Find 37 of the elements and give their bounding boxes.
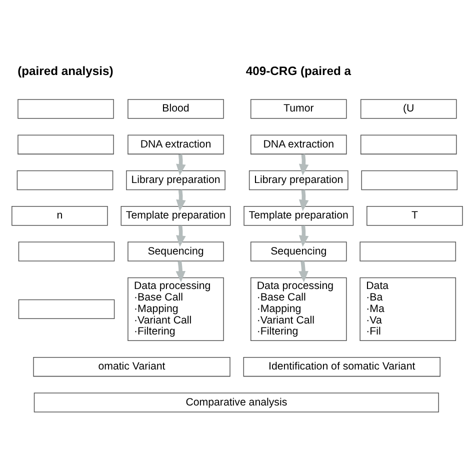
node-box	[18, 98, 114, 118]
arrow	[298, 260, 308, 282]
node-box: T	[366, 206, 463, 226]
node-box	[16, 170, 114, 190]
arrow	[176, 154, 186, 175]
node-box: n	[12, 206, 108, 226]
node-box	[18, 241, 115, 261]
node-box: Template preparation	[244, 206, 354, 226]
arrow	[298, 154, 309, 175]
node-box	[360, 241, 456, 261]
node-box: Library preparation	[126, 170, 226, 190]
node-box: DNA extraction	[128, 134, 224, 154]
node-box	[360, 134, 457, 154]
node-box: omatic Variant	[33, 356, 230, 376]
node-box	[18, 298, 115, 319]
node-box	[361, 170, 458, 190]
node-box: Template preparation	[120, 206, 231, 226]
node-box: DNA extraction	[250, 134, 347, 154]
node-box: Sequencing	[250, 241, 347, 261]
arrow	[298, 189, 309, 211]
arrow	[176, 260, 186, 282]
node-box: Library preparation	[248, 170, 348, 190]
node-box: Tumor	[250, 98, 347, 118]
node-box	[18, 134, 114, 154]
label: 409-CRG (paired a	[246, 64, 352, 78]
node-box: (U	[360, 98, 457, 118]
node-box: Data processing ·Base Call ·Mapping ·Variant Call ·Filtering	[250, 276, 347, 341]
arrow	[176, 224, 186, 246]
label: (paired analysis)	[18, 64, 114, 78]
node-box: Identification of somatic Variant	[243, 356, 440, 376]
node-box: Comparative analysis	[34, 392, 439, 412]
node-box: Data processing ·Base Call ·Mapping ·Variant Call ·Filtering	[128, 276, 224, 341]
node-box: Blood	[128, 98, 224, 118]
arrow	[298, 224, 309, 246]
node-box: Sequencing	[128, 241, 224, 261]
node-box: Data ·Ba ·Ma ·Va ·Fil	[360, 276, 456, 341]
arrow	[176, 189, 186, 211]
